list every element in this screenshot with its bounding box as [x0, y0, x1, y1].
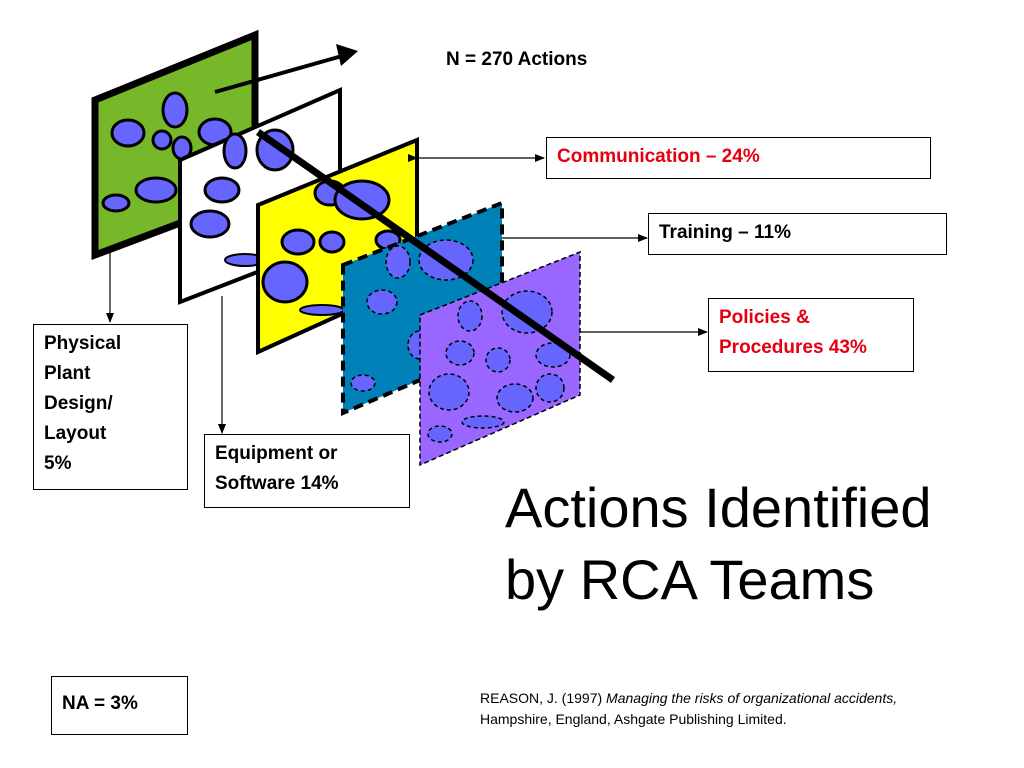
communication-callout: Communication – 24%	[546, 137, 931, 179]
policies-text-line2: Procedures 43%	[719, 337, 867, 358]
physical-text-line2: Plant	[44, 363, 91, 384]
policies-callout: Policies & Procedures 43%	[708, 298, 914, 372]
physical-text-line5: 5%	[44, 453, 72, 474]
slice-yellow	[256, 137, 419, 356]
trajectory-arrowhead-icon	[336, 44, 358, 66]
reference-italic-title: Managing the risks of organizational acc…	[606, 690, 898, 706]
physical-text-line1: Physical	[44, 333, 122, 354]
reference-prefix: REASON, J. (1997)	[480, 690, 607, 706]
equipment-callout: Equipment or Software 14%	[204, 434, 410, 508]
accident-trajectory-line	[255, 129, 616, 383]
physical-text-line4: Layout	[44, 423, 107, 444]
trajectory-arrow	[214, 54, 343, 94]
slice-purple	[419, 250, 581, 467]
physical-text-line3: Design/	[44, 393, 113, 414]
slide-title-line2: by RCA Teams	[505, 548, 875, 611]
policies-text-line1: Policies &	[719, 307, 810, 328]
physical-callout: Physical Plant Design/ Layout 5%	[33, 324, 188, 490]
reference-publisher: Hampshire, England, Ashgate Publishing L…	[480, 711, 787, 727]
equipment-text-line1: Equipment or	[215, 443, 338, 464]
na-callout: NA = 3%	[51, 676, 188, 735]
slide-title-line1: Actions Identified	[505, 476, 932, 539]
reference-citation: REASON, J. (1997) Managing the risks of …	[480, 688, 1000, 730]
sample-size-label: N = 270 Actions	[446, 49, 588, 70]
communication-text: Communication – 24%	[557, 146, 760, 167]
na-text: NA = 3%	[62, 693, 138, 714]
training-callout: Training – 11%	[648, 213, 947, 255]
slide-title: Actions Identified by RCA Teams	[505, 472, 1005, 616]
equipment-text-line2: Software 14%	[215, 473, 339, 494]
training-text: Training – 11%	[659, 222, 791, 243]
